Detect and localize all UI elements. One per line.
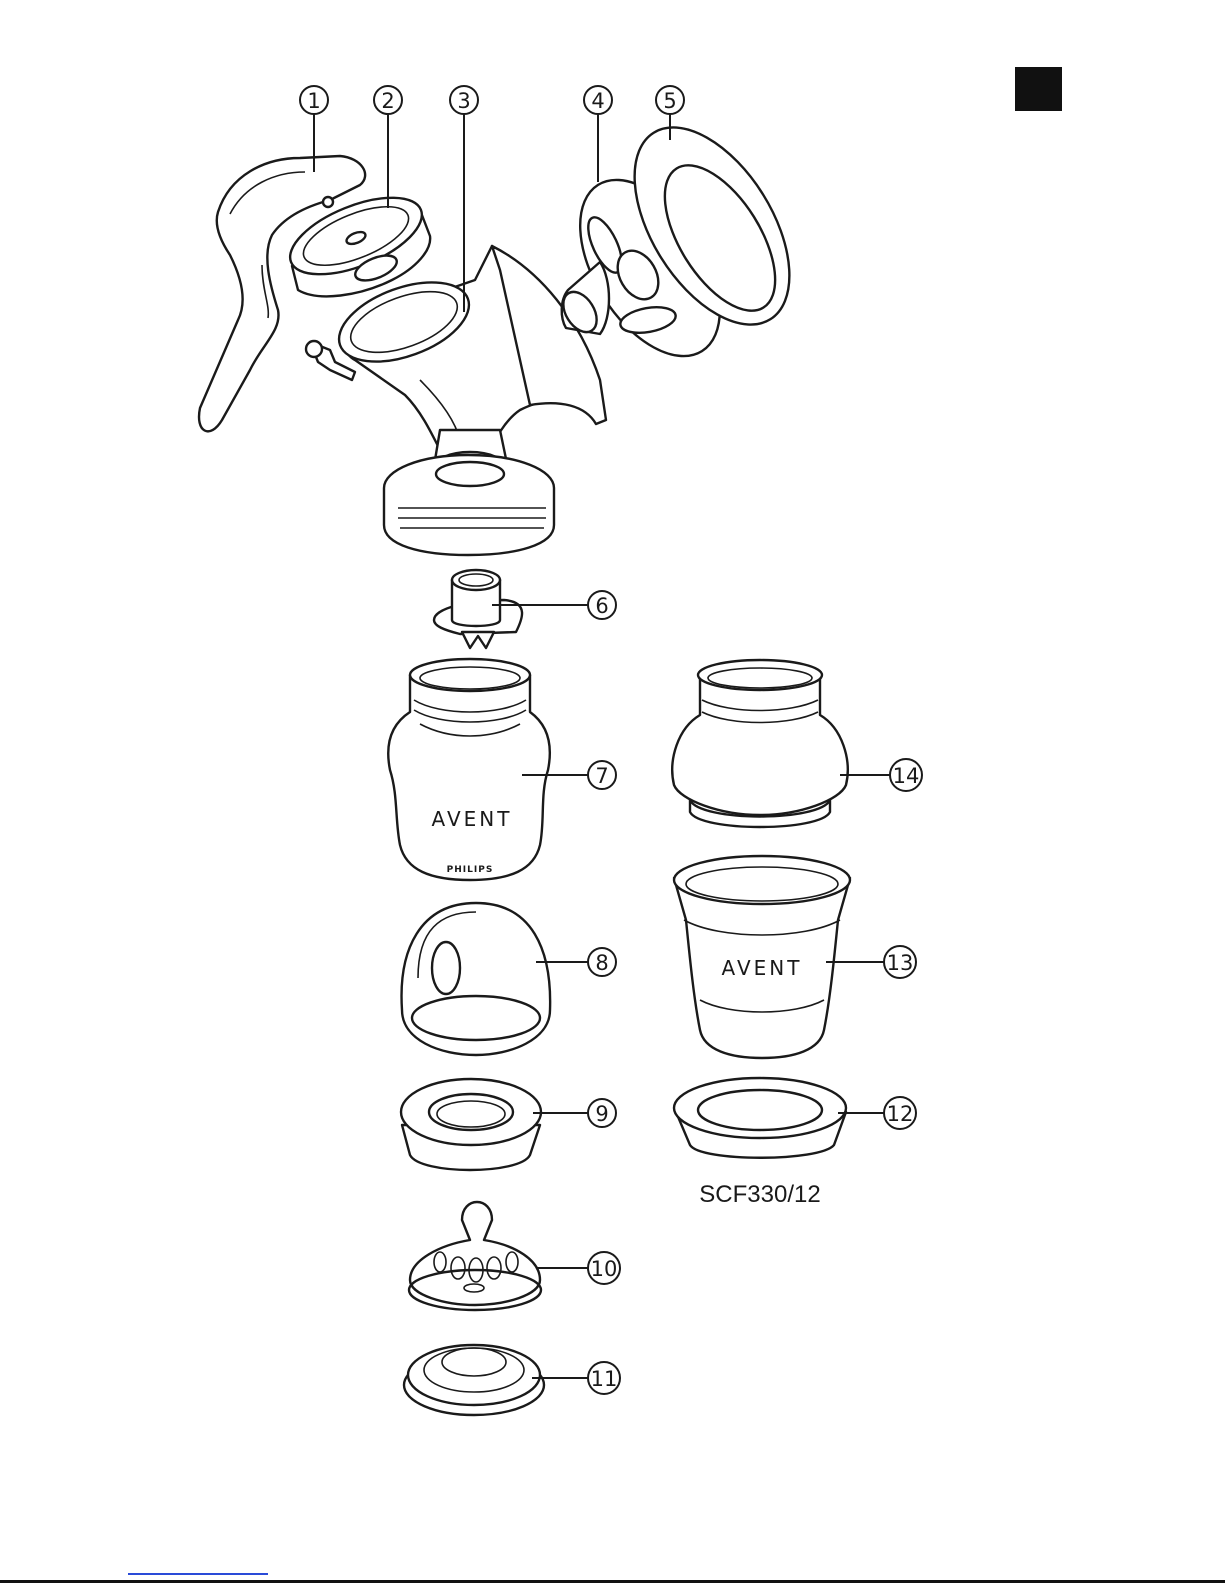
callout-14-number: 14 [893, 764, 920, 788]
callout-6-number: 6 [595, 594, 608, 618]
callout-12-number: 12 [887, 1102, 914, 1126]
bottle-brand-label: AVENT [432, 807, 513, 831]
part-valve [434, 570, 522, 648]
callout-10-number: 10 [591, 1257, 618, 1281]
cup-brand-label: AVENT [722, 956, 803, 980]
part-sealing-disc [404, 1345, 544, 1415]
model-number: SCF330/12 [699, 1181, 820, 1208]
callout-2: 2 [374, 86, 402, 114]
callout-7-number: 7 [595, 764, 608, 788]
callout-3: 3 [450, 86, 478, 114]
part-screw-ring [401, 1079, 541, 1170]
callout-12: 12 [884, 1097, 916, 1129]
callout-6: 6 [588, 591, 616, 619]
callout-10: 10 [588, 1252, 620, 1284]
callout-7: 7 [588, 761, 616, 789]
callout-1-number: 1 [307, 89, 320, 113]
callout-11: 11 [588, 1362, 620, 1394]
callout-9: 9 [588, 1099, 616, 1127]
callout-13: 13 [884, 946, 916, 978]
page-bottom-rule [0, 1580, 1225, 1583]
part-dome-cap [402, 903, 551, 1055]
callout-2-number: 2 [381, 89, 394, 113]
callout-11-number: 11 [591, 1367, 618, 1391]
part-teat [409, 1202, 541, 1310]
callout-5-number: 5 [663, 89, 676, 113]
callout-4: 4 [584, 86, 612, 114]
callout-1: 1 [300, 86, 328, 114]
part-bottle [388, 659, 550, 880]
callout-13-number: 13 [887, 951, 914, 975]
part-cup-lid [674, 1078, 846, 1158]
bottle-maker-label: PHILIPS [447, 865, 494, 875]
callout-9-number: 9 [595, 1102, 608, 1126]
callout-8: 8 [588, 948, 616, 976]
part-pump-body [328, 246, 606, 555]
callout-4-number: 4 [591, 89, 604, 113]
callout-5: 5 [656, 86, 684, 114]
part-adapter [672, 660, 847, 827]
callout-3-number: 3 [457, 89, 470, 113]
callout-8-number: 8 [595, 951, 608, 975]
footer-link-underline[interactable] [128, 1573, 268, 1575]
callout-14: 14 [890, 759, 922, 791]
